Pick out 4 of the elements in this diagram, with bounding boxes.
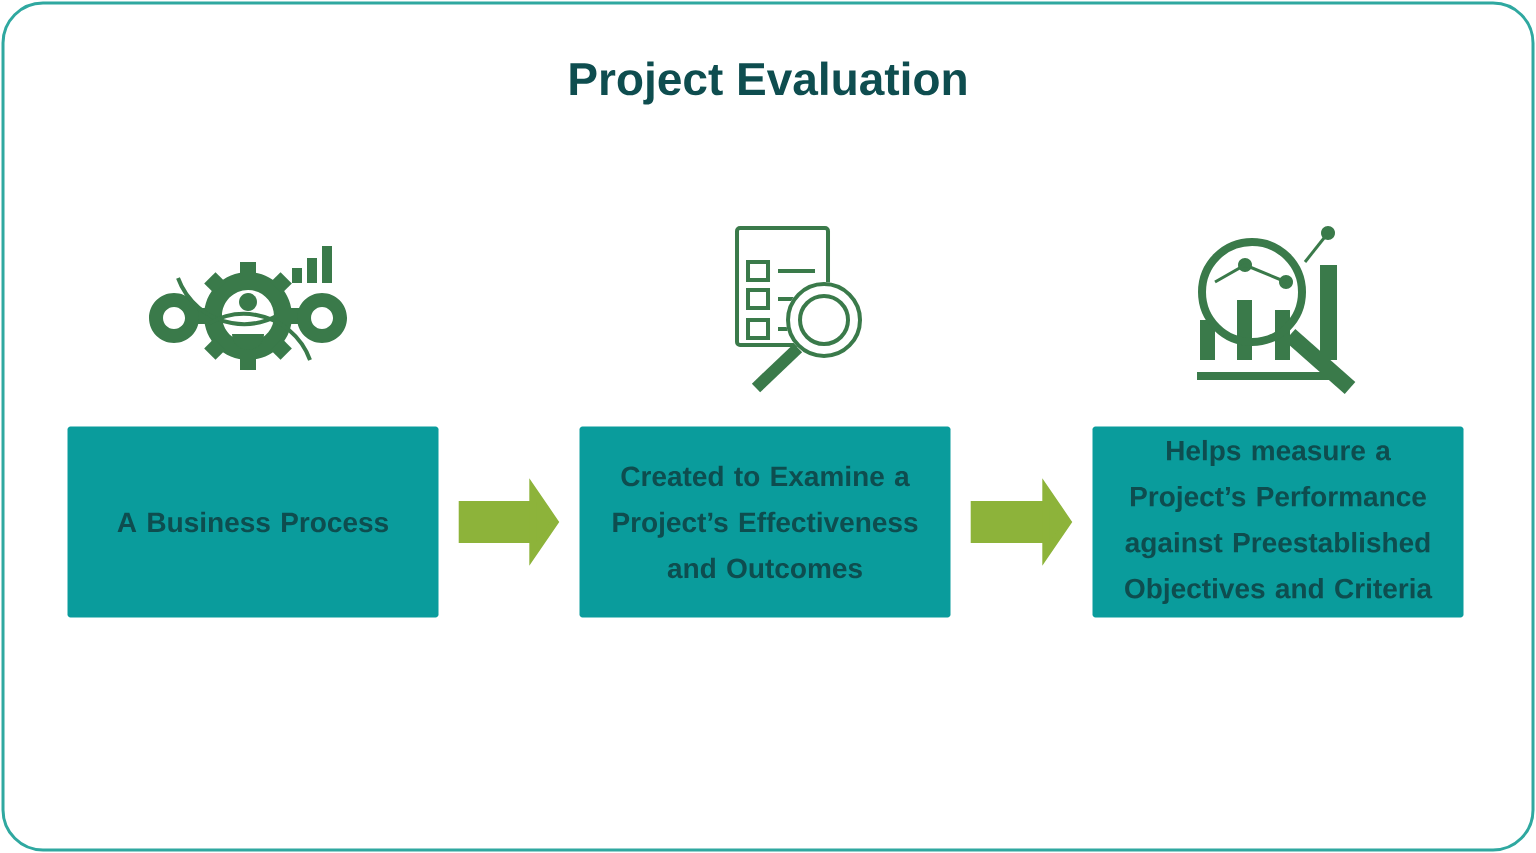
process-box: A Business Process (67, 426, 439, 618)
process-box: Helps measure a Project’s Performance against Preestablished Objectives and Criteria (1092, 426, 1464, 618)
title: Project Evaluation (570, 61, 966, 105)
process-box: Created to Examine a Project’s Effectiveness and Outcomes (579, 426, 951, 618)
